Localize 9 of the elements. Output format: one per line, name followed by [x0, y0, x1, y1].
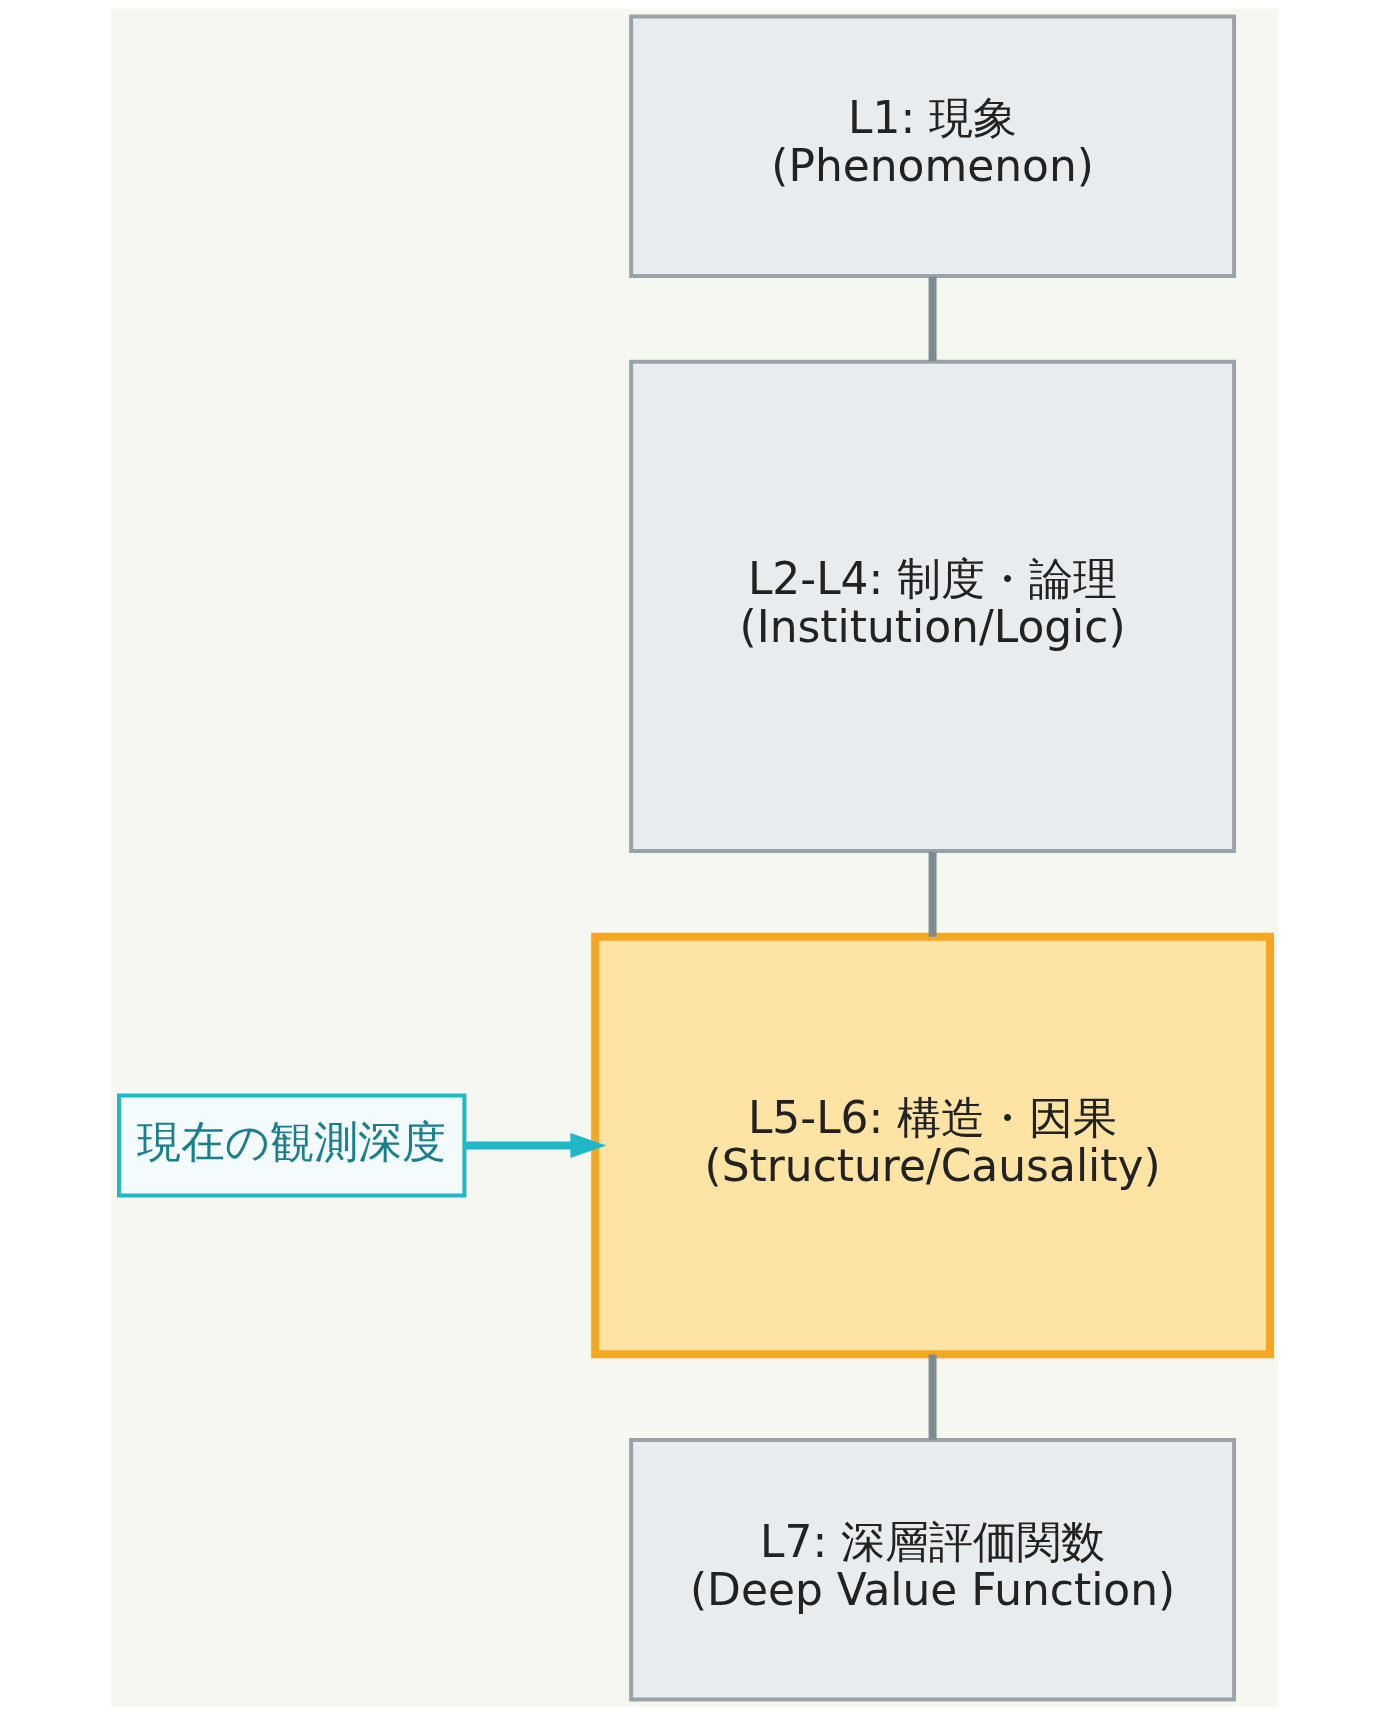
connector [928, 1354, 937, 1440]
arrow [463, 1132, 606, 1159]
connector [928, 276, 937, 362]
node-box: L2-L4: 制度・論理 (Institution/Logic) [628, 359, 1236, 853]
node-box: L1: 現象 (Phenomenon) [628, 14, 1236, 278]
connector [928, 851, 937, 937]
node-box: L5-L6: 構造・因果 (Structure/Causality) [590, 932, 1274, 1359]
node-box: 現在の観測深度 [116, 1093, 466, 1198]
node-box: L7: 深層評価関数 (Deep Value Function) [628, 1438, 1236, 1702]
